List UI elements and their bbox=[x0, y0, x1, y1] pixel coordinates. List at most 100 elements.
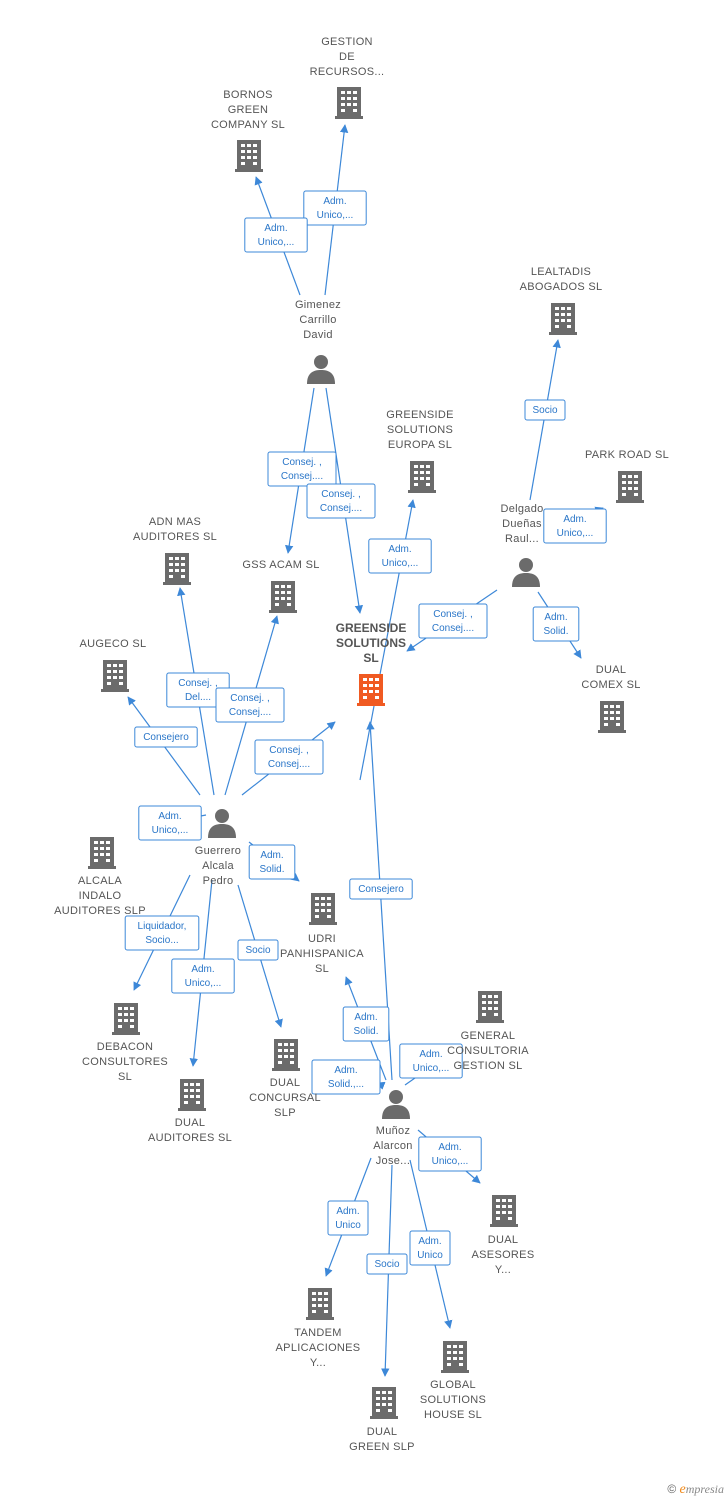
edge-label-gimenez-center[interactable]: Consej. ,Consej.... bbox=[306, 483, 376, 519]
building-icon bbox=[272, 1039, 300, 1071]
edge-label-munoz-dualgreen[interactable]: Socio bbox=[366, 1253, 408, 1275]
building-icon bbox=[490, 1195, 518, 1227]
node-gssacam[interactable]: GSS ACAM SL bbox=[242, 559, 319, 613]
edge-label-box bbox=[368, 538, 432, 574]
edge-label-gimenez-gestion[interactable]: Adm.Unico,... bbox=[303, 190, 367, 226]
edge-label-text: Consej. , bbox=[282, 457, 321, 468]
edge-label-delgado-dualcomex[interactable]: Adm.Solid. bbox=[532, 606, 580, 642]
edge-label-text: Unico bbox=[417, 1250, 443, 1261]
node-label: ALCALA bbox=[78, 875, 122, 887]
edge-label-text: Adm. bbox=[388, 544, 411, 555]
edge-label-text: Consej.... bbox=[320, 503, 362, 514]
edge-label-munoz-dualconc[interactable]: Adm.Solid.,... bbox=[311, 1059, 381, 1095]
node-label: Muñoz bbox=[376, 1125, 411, 1137]
node-delgado[interactable]: DelgadoDueñasRaul... bbox=[500, 503, 543, 587]
edge-label-munoz-dualases[interactable]: Adm.Unico,... bbox=[418, 1136, 482, 1172]
edge-label-box bbox=[543, 508, 607, 544]
edge-label-text: Consej. , bbox=[230, 693, 269, 704]
edge-label-text: Solid.,... bbox=[328, 1079, 364, 1090]
node-label: Guerrero bbox=[195, 845, 241, 857]
edge-label-guerrero-udri[interactable]: Adm.Solid. bbox=[248, 844, 296, 880]
edge-label-text: Consej.... bbox=[268, 759, 310, 770]
edge-label-guerrero-gssacam[interactable]: Consej. ,Consej.... bbox=[215, 687, 285, 723]
building-icon bbox=[101, 660, 129, 692]
node-dualases[interactable]: DUALASESORESY... bbox=[472, 1195, 535, 1276]
edge-label-guerrero-augeco[interactable]: Consejero bbox=[134, 726, 198, 748]
edge-label-guerrero-dualaud[interactable]: Adm.Unico,... bbox=[171, 958, 235, 994]
edge-label-text: Consejero bbox=[143, 732, 189, 743]
edge-label-box bbox=[244, 217, 308, 253]
edge-label-box bbox=[171, 958, 235, 994]
edge-label-guerrero-debacon[interactable]: Liquidador,Socio... bbox=[124, 915, 200, 951]
edge-label-box bbox=[254, 739, 324, 775]
building-icon bbox=[441, 1341, 469, 1373]
edge-label-munoz-tandem[interactable]: Adm.Unico bbox=[327, 1200, 369, 1236]
edge-label-box bbox=[349, 878, 413, 900]
edge-label-box bbox=[134, 726, 198, 748]
edge-label-text: Solid. bbox=[259, 864, 284, 875]
node-label: David bbox=[303, 329, 333, 341]
edge-label-guerrero-center[interactable]: Consej. ,Consej.... bbox=[254, 739, 324, 775]
edge-label-box bbox=[399, 1043, 463, 1079]
edge-label-text: Unico,... bbox=[152, 825, 189, 836]
edge-label-text: Del.... bbox=[185, 692, 211, 703]
edge-label-box bbox=[267, 451, 337, 487]
edge-label-gimenez-bornos[interactable]: Adm.Unico,... bbox=[244, 217, 308, 253]
node-label: ASESORES bbox=[472, 1249, 535, 1261]
node-label: DUAL bbox=[367, 1426, 398, 1438]
node-label: EUROPA SL bbox=[388, 439, 452, 451]
node-tandem[interactable]: TANDEMAPLICACIONESY... bbox=[276, 1288, 361, 1369]
node-label: HOUSE SL bbox=[424, 1409, 482, 1421]
node-label: GLOBAL bbox=[430, 1379, 476, 1391]
edge-label-text: Unico,... bbox=[185, 978, 222, 989]
edge-label-text: Unico,... bbox=[413, 1063, 450, 1074]
person-icon bbox=[307, 355, 335, 384]
edge-label-box bbox=[248, 844, 296, 880]
edge-label-text: Socio bbox=[245, 945, 270, 956]
node-augeco[interactable]: AUGECO SL bbox=[80, 638, 147, 692]
node-label: INDALO bbox=[79, 890, 122, 902]
edge-label-gimenez-gssacam[interactable]: Consej. , Consej.... bbox=[267, 451, 337, 487]
edge-label-delgado-lealtadis[interactable]: Socio bbox=[524, 399, 566, 421]
edge-label-text: Solid. bbox=[353, 1026, 378, 1037]
edge-label-munoz-udri[interactable]: Adm.Solid. bbox=[342, 1006, 390, 1042]
edge-label-delgado-parkroad[interactable]: Adm.Unico,... bbox=[543, 508, 607, 544]
edge-label-text: Consej.... bbox=[432, 623, 474, 634]
footer-brand[interactable]: © empresia bbox=[667, 1482, 724, 1498]
edge-label-guerrero-adnmas[interactable]: Consej. ,Del.... bbox=[166, 672, 230, 708]
edge-label-guerrero-gs_europa[interactable]: Adm.Unico,... bbox=[368, 538, 432, 574]
building-icon bbox=[235, 140, 263, 172]
edge-label-box bbox=[306, 483, 376, 519]
node-label: Raul... bbox=[505, 533, 539, 545]
node-parkroad[interactable]: PARK ROAD SL bbox=[585, 449, 669, 503]
edge-label-munoz-globalsol[interactable]: Adm.Unico bbox=[409, 1230, 451, 1266]
edge-label-text: Socio bbox=[532, 405, 557, 416]
edge-label-munoz-center[interactable]: Consejero bbox=[349, 878, 413, 900]
edge-label-delgado-center[interactable]: Consej. ,Consej.... bbox=[418, 603, 488, 639]
edge-label-box bbox=[524, 399, 566, 421]
node-label: GSS ACAM SL bbox=[242, 559, 319, 571]
node-gestion[interactable]: GESTIONDERECURSOS... bbox=[310, 36, 385, 119]
edge-label-munoz-general[interactable]: Adm.Unico,... bbox=[399, 1043, 463, 1079]
node-munoz[interactable]: MuñozAlarconJose... bbox=[373, 1090, 412, 1167]
edge-label-text: Consej.... bbox=[281, 471, 323, 482]
edge-label-guerrero-dualconc[interactable]: Socio bbox=[237, 939, 279, 961]
edge-label-guerrero-alcala[interactable]: Adm.Unico,... bbox=[138, 805, 202, 841]
